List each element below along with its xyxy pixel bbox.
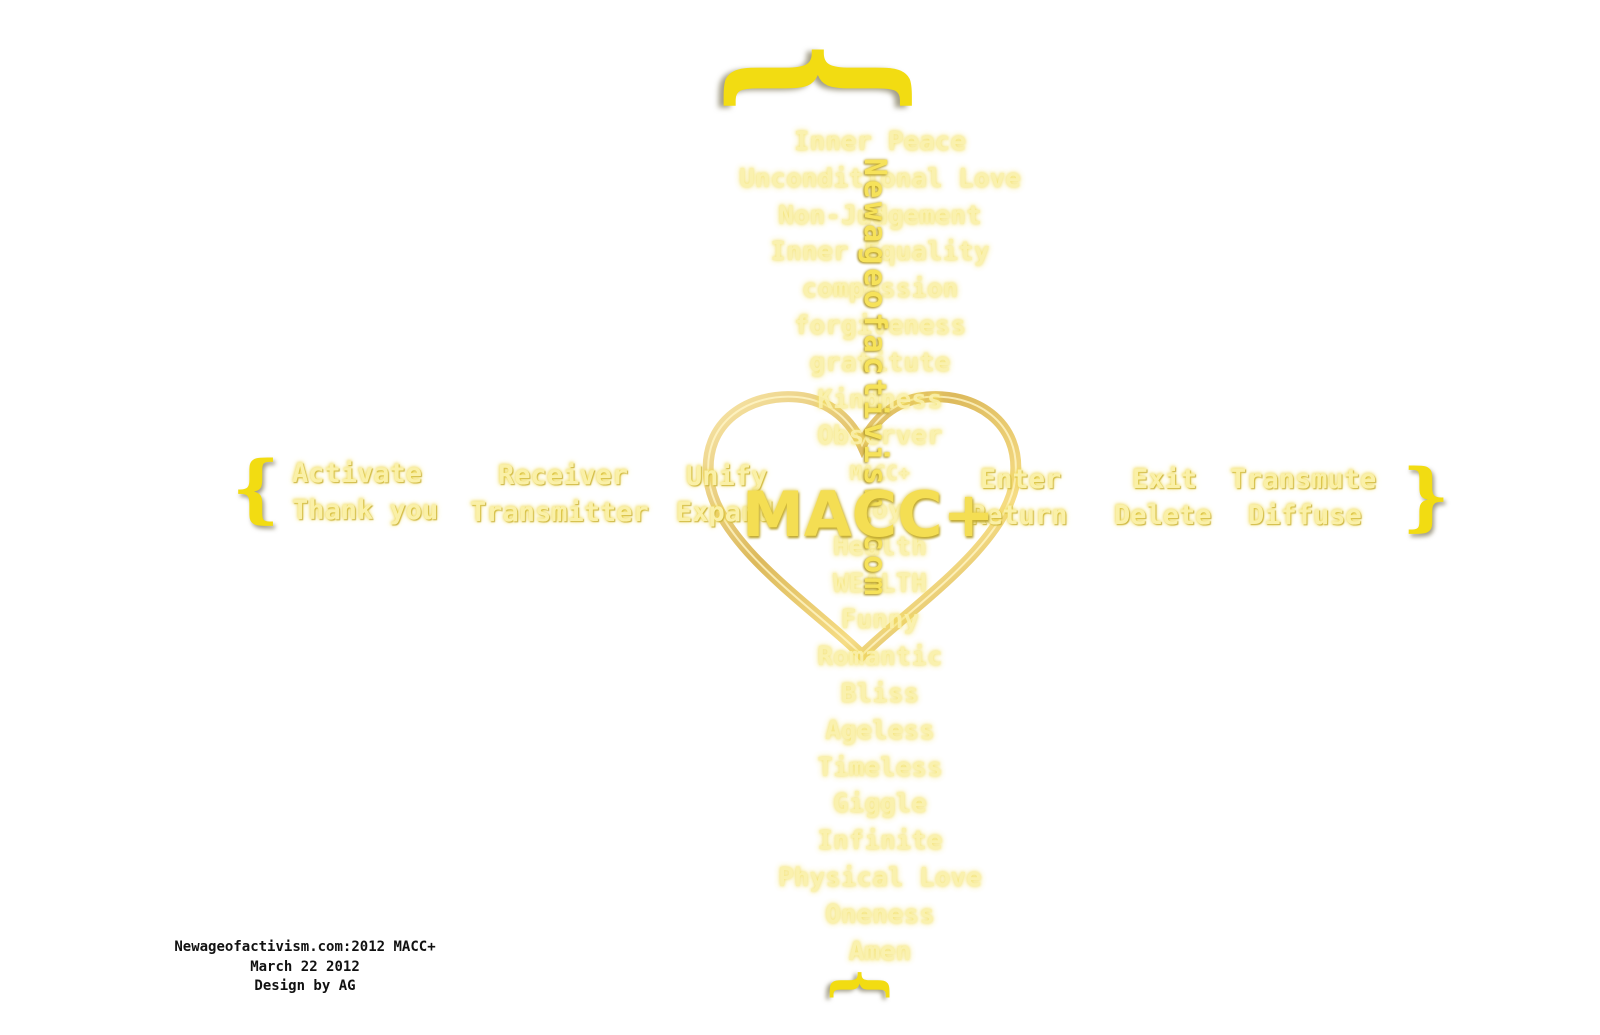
word-return: Return [970, 500, 1068, 531]
list-item: MACC+ [849, 461, 911, 486]
list-item: Joy [856, 494, 904, 525]
list-item: Non-Judgement [778, 200, 982, 231]
footer-line-3: Design by AG [254, 978, 356, 994]
word-enter: Enter [980, 464, 1062, 495]
list-item: Inner Equality [770, 237, 990, 268]
word-delete: Delete [1114, 500, 1212, 531]
word-thank-you: Thank you [292, 495, 439, 526]
bottom-brace: { [824, 967, 902, 1003]
list-item: forgiveness [793, 310, 967, 341]
word-activate: Activate [292, 458, 423, 489]
list-item: compassion [801, 274, 959, 305]
word-expand: Expand [676, 497, 774, 528]
list-item: Timeless [817, 752, 943, 783]
left-brace: { [232, 446, 280, 532]
top-brace: { [707, 39, 948, 117]
word-exit: Exit [1132, 464, 1198, 495]
list-item: Giggle [833, 789, 927, 820]
footer-line-1: Newageofactivism.com:2012 MACC+ [174, 939, 436, 955]
right-brace: } [1402, 454, 1450, 540]
list-item: Oneness [825, 899, 935, 930]
list-item: Inner Peace [793, 127, 967, 157]
affirmation-list: Inner Peace Unconditional Love Non-Judge… [680, 124, 1080, 970]
heart-outline [702, 391, 1022, 663]
list-item: gratitute [809, 347, 951, 378]
list-item: Bliss [840, 678, 920, 709]
list-item: Unconditional Love [739, 163, 1021, 194]
list-item: Romantic [817, 642, 943, 673]
list-item: Infinite [817, 826, 943, 857]
list-item: Amen [848, 936, 912, 967]
center-title: MACC+ [742, 478, 995, 551]
footer-line-2: March 22 2012 [250, 958, 360, 975]
word-transmitter: Transmitter [470, 497, 649, 528]
word-receiver: Receiver [498, 460, 629, 491]
list-item: Physical Love [778, 862, 982, 893]
list-item: Health [833, 531, 927, 562]
list-item: Kindness [817, 384, 943, 415]
list-item: Observer [817, 421, 943, 452]
footer-credits: Newageofactivism.com:2012 MACC+ March 22… [152, 938, 458, 997]
word-unify: Unify [686, 461, 768, 492]
list-item: Funny [840, 605, 920, 636]
list-item: Ageless [825, 715, 935, 746]
word-diffuse: Diffuse [1248, 500, 1362, 531]
word-transmute: Transmute [1230, 464, 1377, 495]
vertical-site-name: Newageofactivism.com [857, 158, 892, 600]
list-item: WEALTH [833, 568, 927, 599]
